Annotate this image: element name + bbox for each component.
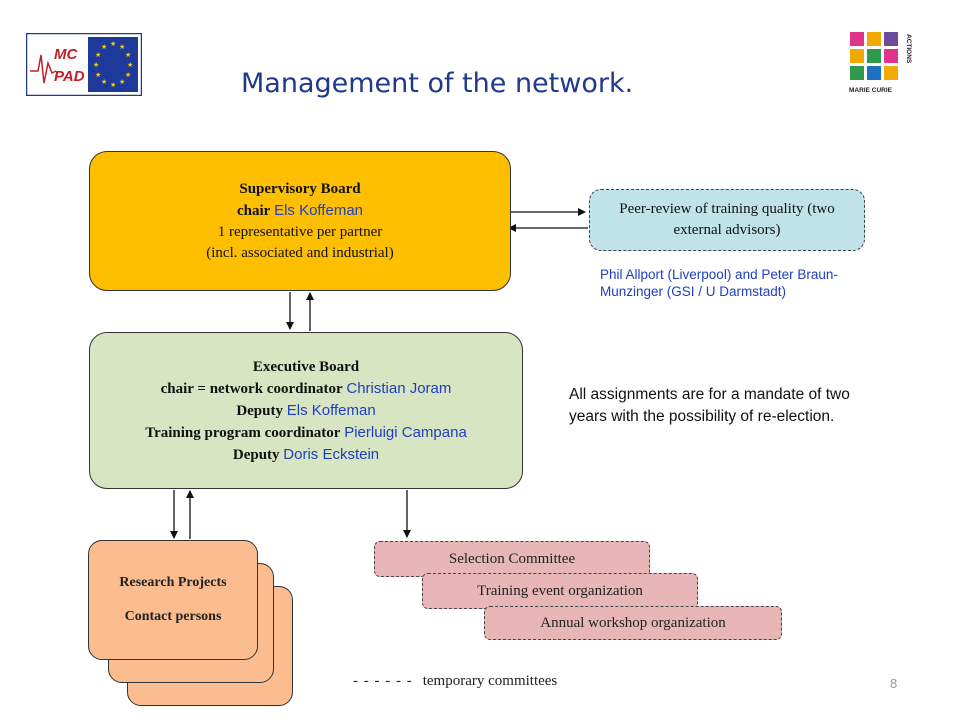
svg-text:★: ★ bbox=[119, 43, 125, 51]
executive-board-box: Executive Board chair = network coordina… bbox=[89, 332, 523, 489]
external-advisors-text: Phil Allport (Liverpool) and Peter Braun… bbox=[600, 266, 900, 300]
svg-text:★: ★ bbox=[101, 78, 107, 86]
mandate-note: All assignments are for a mandate of two… bbox=[569, 384, 929, 428]
training-deputy-name: Doris Eckstein bbox=[283, 445, 380, 463]
supervisory-chair-label: chair bbox=[236, 202, 271, 219]
contact-persons-label: Contact persons bbox=[124, 609, 222, 624]
page-number: 8 bbox=[890, 676, 898, 691]
mcpad-logo: MC PAD ★★★ ★★★ ★★★ ★★★ bbox=[26, 33, 142, 96]
svg-text:★: ★ bbox=[125, 51, 131, 59]
executive-chair-label: chair = network coordinator bbox=[160, 380, 343, 397]
supervisory-board-box: Supervisory Board chair Els Koffeman 1 r… bbox=[89, 151, 511, 291]
mca-logo-side-text: ACTIONS bbox=[905, 34, 912, 64]
supervisory-board-heading: Supervisory Board bbox=[239, 180, 361, 197]
advisors-line1: Phil Allport (Liverpool) and Peter Braun… bbox=[600, 267, 838, 282]
legend-dash-symbol: - - - - - - bbox=[353, 673, 413, 689]
research-projects-label: Research Projects bbox=[119, 575, 227, 590]
annual-workshop-organization-box: Annual workshop organization bbox=[484, 606, 782, 640]
supervisory-membership-note: (incl. associated and industrial) bbox=[206, 244, 394, 261]
supervisory-chair-name: Els Koffeman bbox=[274, 201, 364, 219]
mca-logo-brand-text: MARIE CURIE bbox=[849, 87, 893, 94]
advisors-line2: Munzinger (GSI / U Darmstadt) bbox=[600, 284, 787, 299]
training-event-organization-box: Training event organization bbox=[422, 573, 698, 609]
training-coordinator-name: Pierluigi Campana bbox=[344, 423, 467, 441]
selection-committee-box: Selection Committee bbox=[374, 541, 650, 577]
training-coordinator-label: Training program coordinator bbox=[145, 424, 341, 441]
supervisory-representatives-text: 1 representative per partner bbox=[217, 223, 383, 240]
executive-chair-name: Christian Joram bbox=[346, 379, 452, 397]
svg-text:★: ★ bbox=[110, 40, 116, 48]
temporary-committees-legend: - - - - - - temporary committees bbox=[353, 673, 557, 690]
mcpad-logo-top-text: MC bbox=[54, 46, 78, 63]
mandate-note-line2: years with the possibility of re-electio… bbox=[569, 408, 835, 425]
svg-text:★: ★ bbox=[119, 78, 125, 86]
svg-text:★: ★ bbox=[125, 71, 131, 79]
legend-label: temporary committees bbox=[422, 673, 558, 689]
svg-text:★: ★ bbox=[101, 43, 107, 51]
svg-text:★: ★ bbox=[110, 81, 116, 89]
mandate-note-line1: All assignments are for a mandate of two bbox=[569, 386, 850, 403]
svg-text:★: ★ bbox=[95, 51, 101, 59]
training-deputy-label: Deputy bbox=[232, 446, 280, 463]
svg-text:★: ★ bbox=[95, 71, 101, 79]
executive-deputy-name: Els Koffeman bbox=[286, 401, 376, 419]
peer-review-line1: Peer-review of training quality (two bbox=[619, 201, 835, 217]
marie-curie-actions-logo: MARIE CURIE ACTIONS bbox=[849, 32, 912, 94]
executive-deputy-label: Deputy bbox=[236, 402, 283, 419]
peer-review-box: Peer-review of training quality (two ext… bbox=[589, 189, 865, 251]
mcpad-logo-bottom-text: PAD bbox=[54, 68, 85, 85]
svg-text:★: ★ bbox=[127, 61, 133, 69]
executive-board-heading: Executive Board bbox=[252, 358, 360, 375]
page-title: Management of the network. bbox=[241, 68, 634, 99]
peer-review-line2: external advisors) bbox=[673, 222, 781, 238]
svg-text:★: ★ bbox=[93, 61, 99, 69]
research-projects-box: Research Projects Contact persons bbox=[88, 540, 258, 660]
